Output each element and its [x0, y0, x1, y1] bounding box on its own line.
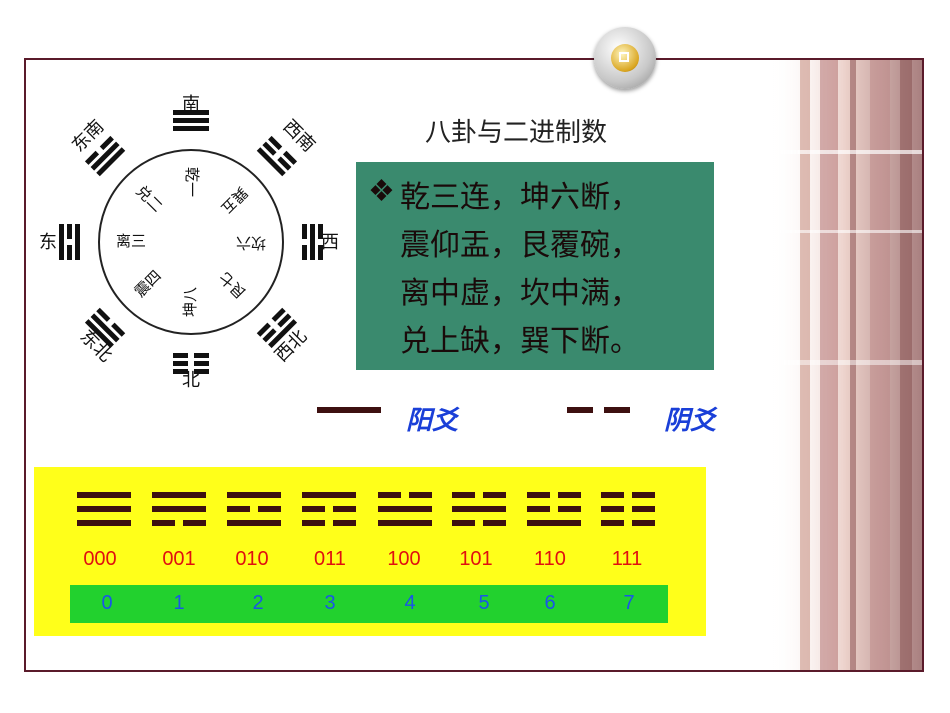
decimal-label-4: 4: [404, 592, 416, 614]
dir-west: 西: [321, 232, 339, 253]
bits-label-6: 110: [534, 548, 566, 570]
wheel-label-4: 坤八: [181, 287, 199, 317]
trigram-5: [452, 492, 506, 530]
bits-label-1: 001: [162, 548, 196, 570]
yang-label: 阳爻: [406, 406, 459, 436]
outer-trigram-3: [256, 307, 298, 349]
trigram-0: [77, 492, 131, 530]
yin-line-symbol-left: [567, 407, 593, 413]
trigram-2: [227, 492, 281, 530]
verse-line-2: 震仰盂，艮覆碗，: [400, 228, 640, 263]
outer-trigram-2: [302, 224, 323, 260]
bits-label-5: 101: [459, 548, 493, 570]
decimal-bar: [70, 585, 668, 623]
wheel-label-0: 乾一: [183, 167, 201, 197]
dir-north: 北: [182, 370, 200, 391]
outer-trigram-7: [84, 135, 126, 177]
trigram-7: [601, 492, 655, 530]
wheel-label-6: 离三: [116, 232, 146, 250]
verse-box: ❖ 乾三连，坤六断， 震仰盂，艮覆碗， 离中虚，坎中满， 兑上缺，巽下断。: [356, 162, 714, 370]
decimal-label-5: 5: [478, 592, 490, 614]
wheel-label-2: 坎六: [236, 234, 266, 252]
outer-trigram-0: [173, 110, 209, 131]
verse-line-3: 离中虚，坎中满，: [400, 276, 640, 311]
trigram-6: [527, 492, 581, 530]
trigram-1: [152, 492, 206, 530]
decimal-label-6: 6: [544, 592, 556, 614]
trigram-4: [378, 492, 432, 530]
yang-line-symbol: [317, 407, 381, 413]
yin-line-symbol-right: [604, 407, 630, 413]
dir-northwest: 西北: [271, 326, 311, 366]
outer-trigram-5: [84, 307, 126, 349]
bits-label-0: 000: [83, 548, 117, 570]
decorative-stripes: [770, 60, 922, 670]
outer-trigram-4: [173, 353, 209, 374]
bits-label-2: 010: [235, 548, 269, 570]
decimal-label-1: 1: [173, 592, 185, 614]
trigram-3: [302, 492, 356, 530]
slide-title: 八卦与二进制数: [425, 118, 608, 148]
slide-badge-icon: [594, 27, 656, 89]
dir-east: 东: [39, 232, 57, 253]
dir-southeast: 东南: [68, 116, 108, 156]
wheel-label-3: 艮七: [216, 268, 250, 302]
outer-trigram-1: [256, 135, 298, 177]
bits-label-3: 011: [314, 548, 346, 570]
verse-line-1: 乾三连，坤六断，: [400, 180, 640, 215]
yin-label: 阴爻: [664, 406, 717, 436]
outer-trigram-6: [59, 224, 80, 260]
bagua-diagram: 南 西 东 北 西南 东南 西北 东北 乾一巽五坎六艮七坤八震四离三兑二: [30, 90, 350, 400]
bits-label-4: 100: [387, 548, 421, 570]
decimal-label-0: 0: [101, 592, 113, 614]
decimal-label-3: 3: [324, 592, 336, 614]
dir-southwest: 西南: [279, 116, 319, 156]
wheel-label-5: 震四: [131, 267, 165, 301]
decimal-label-2: 2: [252, 592, 264, 614]
wheel-label-1: 巽五: [217, 183, 251, 217]
verse-bullet: ❖: [368, 174, 395, 209]
wheel-label-7: 兑二: [132, 182, 166, 216]
dir-south: 南: [182, 94, 200, 115]
verse-line-4: 兑上缺，巽下断。: [400, 324, 640, 359]
bagua-circle: [98, 149, 284, 335]
bits-label-7: 111: [611, 548, 643, 570]
decimal-label-7: 7: [623, 592, 635, 614]
